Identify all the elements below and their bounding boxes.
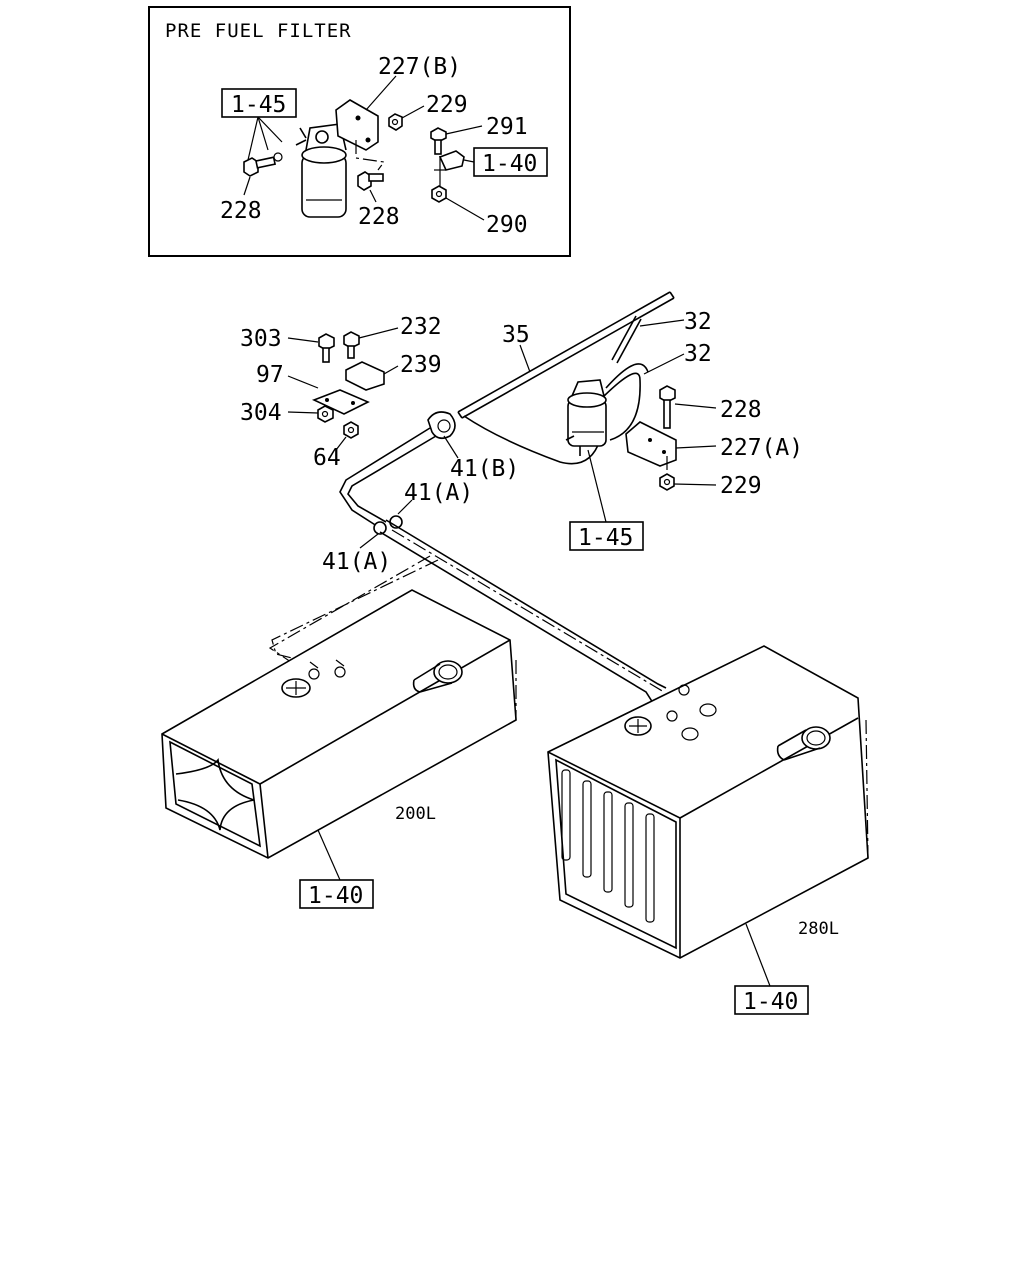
label-232: 232 [400, 314, 442, 340]
filler-cap-200l-icon [412, 660, 463, 693]
bolt-303-icon [318, 333, 335, 363]
label-239: 239 [400, 352, 442, 378]
ref-label-1-45-inset[interactable]: 1-45 [231, 92, 286, 118]
label-290: 290 [486, 212, 528, 238]
fuel-tank-280l[interactable]: 280L [547, 645, 869, 987]
plate-97-icon [311, 389, 370, 415]
nut-304-icon [317, 405, 334, 423]
label-229-inset: 229 [426, 92, 468, 118]
mounting-bracket-group: 303 232 239 97 304 64 [240, 314, 442, 471]
label-228-main: 228 [720, 397, 762, 423]
ref-label-1-40-inset[interactable]: 1-40 [482, 151, 537, 177]
label-228-right-inset: 228 [358, 204, 400, 230]
bracket-227b-icon [335, 99, 379, 151]
pre-fuel-filter-icon [295, 123, 347, 218]
ref-box-1-40-right-tank[interactable] [734, 985, 809, 1015]
nut-229-icon [388, 113, 403, 131]
ref-box-1-45-main[interactable] [569, 521, 644, 551]
clamp-icon-inset [438, 150, 465, 171]
label-97: 97 [256, 362, 284, 388]
inset-frame [148, 6, 571, 257]
hose-clamp-41a-left-icon [373, 521, 387, 535]
label-32-upper: 32 [684, 309, 712, 335]
nut-64-icon [343, 421, 359, 439]
inset-title: PRE FUEL FILTER [165, 20, 352, 42]
label-227b: 227(B) [378, 54, 461, 80]
ref-label-1-40-left-tank[interactable]: 1-40 [308, 883, 363, 909]
label-41a-lower: 41(A) [322, 549, 391, 575]
bolt-228-main-icon [659, 385, 676, 429]
bolt-232-icon [343, 331, 360, 359]
label-304: 304 [240, 400, 282, 426]
label-227a: 227(A) [720, 435, 803, 461]
label-291: 291 [486, 114, 528, 140]
ref-label-1-40-right-tank[interactable]: 1-40 [743, 989, 798, 1015]
main-fuel-filter-icon [565, 379, 607, 456]
suction-pipe-group: 41(B) 41(A) 41(A) [268, 411, 667, 715]
bolt-291-icon [430, 127, 447, 155]
fuel-lines-group: 35 32 32 1-45 [457, 291, 712, 551]
hose-clamp-41b-icon [427, 411, 456, 440]
bolt-228-left-icon [243, 152, 283, 177]
label-303: 303 [240, 326, 282, 352]
bolt-228-right-icon [357, 171, 384, 191]
bracket-227a-icon [625, 421, 677, 467]
label-228-left-inset: 228 [220, 198, 262, 224]
label-32-lower: 32 [684, 341, 712, 367]
ref-box-1-40-left-tank[interactable] [299, 879, 374, 909]
tank-volume-200l: 200L [395, 804, 436, 824]
pre-fuel-filter-inset: PRE FUEL FILTER 1-45 227(B) [148, 6, 571, 257]
nut-290-icon [431, 185, 447, 203]
tank-volume-280l: 280L [798, 919, 839, 939]
filler-cap-280l-icon [776, 726, 831, 761]
gauge-unit-280l-icon [624, 716, 652, 736]
clip-239-icon [345, 361, 385, 391]
label-64: 64 [313, 445, 341, 471]
label-35: 35 [502, 322, 530, 348]
ref-label-1-45-main[interactable]: 1-45 [578, 525, 633, 551]
ref-box-1-45-inset[interactable] [221, 88, 297, 118]
gauge-unit-200l-icon [281, 678, 311, 698]
label-229-main: 229 [720, 473, 762, 499]
bracket-227a-group: 228 227(A) 229 [625, 385, 803, 499]
nut-229-main-icon [659, 473, 675, 491]
label-41b: 41(B) [450, 456, 519, 482]
fuel-tank-200l[interactable]: 200L [161, 589, 517, 881]
label-41a-upper: 41(A) [404, 480, 473, 506]
